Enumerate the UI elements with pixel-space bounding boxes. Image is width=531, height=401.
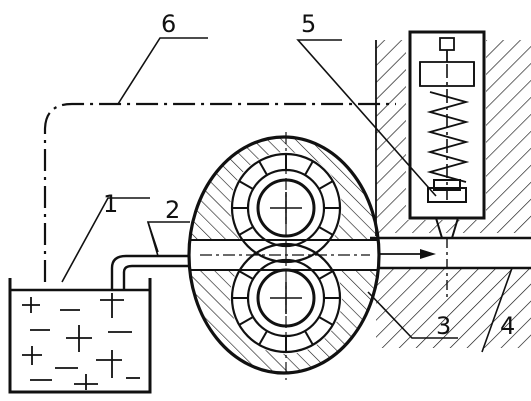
leader-4 bbox=[481, 267, 531, 353]
leader-6 bbox=[117, 37, 208, 105]
leader-1 bbox=[61, 197, 150, 283]
oil-fill-marks bbox=[22, 293, 140, 390]
label-3: 3 bbox=[436, 312, 451, 340]
pressure-outlet-channel bbox=[370, 236, 531, 300]
lower-gear bbox=[230, 242, 342, 354]
relief-valve bbox=[408, 30, 486, 239]
label-6: 6 bbox=[161, 10, 176, 38]
leader-lines bbox=[61, 37, 531, 353]
leader-5 bbox=[296, 39, 437, 197]
return-line bbox=[43, 102, 396, 282]
label-2: 2 bbox=[165, 196, 180, 224]
label-1: 1 bbox=[103, 190, 118, 218]
upper-gear bbox=[230, 152, 342, 264]
leader-2 bbox=[146, 221, 190, 253]
gear-pump bbox=[187, 132, 381, 380]
oil-tank bbox=[8, 278, 152, 394]
suction-pipe bbox=[110, 254, 200, 290]
flow-arrow bbox=[420, 249, 436, 259]
label-5: 5 bbox=[301, 10, 316, 38]
valve-spring bbox=[426, 91, 470, 183]
leader-3 bbox=[367, 291, 458, 339]
label-4: 4 bbox=[500, 312, 515, 340]
